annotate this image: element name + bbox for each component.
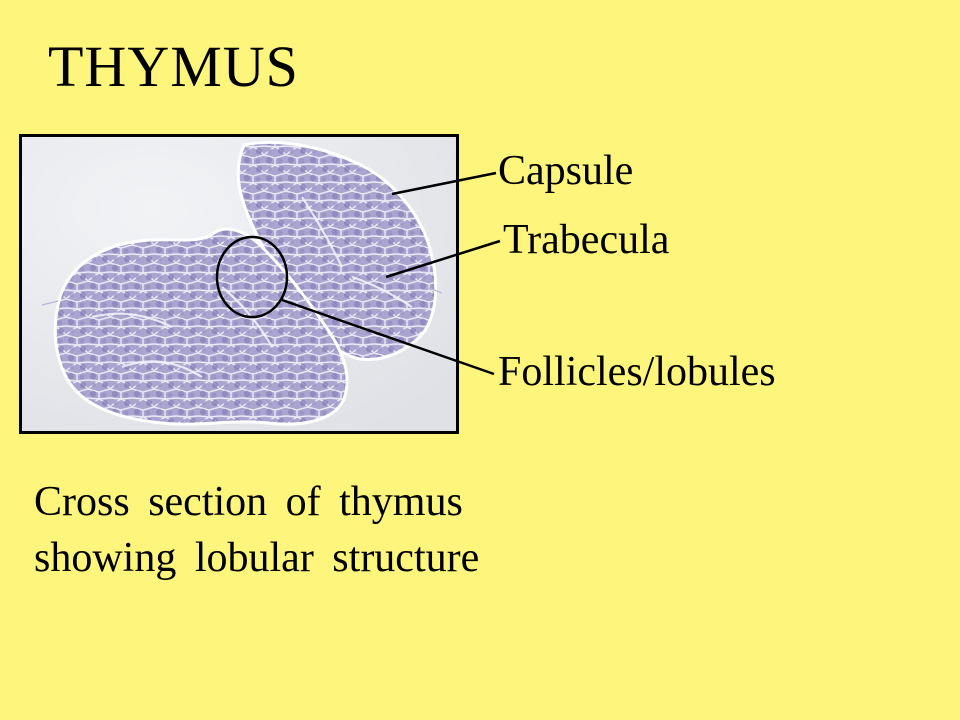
thymus-micrograph — [19, 134, 459, 434]
slide-title: THYMUS — [48, 34, 299, 99]
slide-caption: Cross section of thymus showing lobular … — [34, 474, 479, 586]
caption-line-2: showing lobular structure — [34, 535, 480, 581]
label-follicles: Follicles/lobules — [498, 349, 776, 395]
caption-line-1: Cross section of thymus — [34, 479, 463, 525]
label-trabecula: Trabecula — [503, 217, 670, 263]
label-capsule: Capsule — [498, 148, 634, 194]
